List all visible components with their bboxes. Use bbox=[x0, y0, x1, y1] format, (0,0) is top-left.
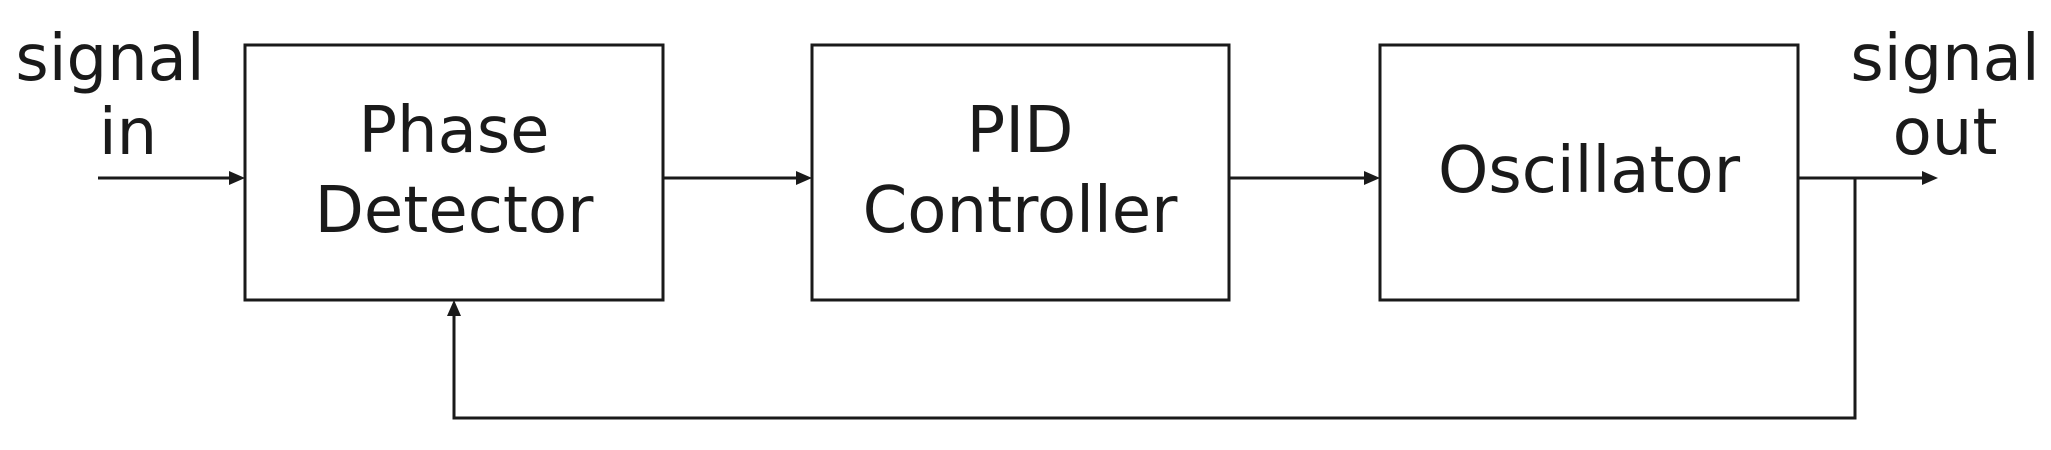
pid-controller-box bbox=[810, 43, 1231, 302]
oscillator-box bbox=[1378, 43, 1800, 302]
feedback-path bbox=[452, 178, 1857, 420]
output-label-line2: out bbox=[1893, 96, 1998, 170]
pid-controller-label-line2: Controller bbox=[863, 174, 1179, 248]
phase-detector-label-line2: Detector bbox=[315, 174, 595, 248]
pid-controller-block: PID Controller bbox=[810, 43, 1231, 302]
pid-controller-label-line1: PID bbox=[967, 94, 1074, 168]
output-arrowhead bbox=[1922, 171, 1938, 185]
output-arrow bbox=[1798, 171, 1938, 185]
phase-detector-block: Phase Detector bbox=[243, 43, 665, 302]
pd-to-pid-arrow bbox=[663, 171, 812, 185]
feedback-arrowhead bbox=[447, 300, 461, 316]
input-label-line2: in bbox=[99, 96, 157, 170]
input-label-line1: signal bbox=[15, 22, 204, 96]
phase-detector-box bbox=[243, 43, 665, 302]
phase-detector-label-line1: Phase bbox=[358, 94, 549, 168]
input-label: signal in bbox=[15, 22, 204, 170]
pid-to-oscillator-arrowhead bbox=[1364, 171, 1380, 185]
input-arrowhead bbox=[229, 171, 245, 185]
input-arrow bbox=[98, 171, 245, 185]
oscillator-block: Oscillator bbox=[1378, 43, 1800, 302]
pd-to-pid-arrowhead bbox=[796, 171, 812, 185]
oscillator-label: Oscillator bbox=[1438, 134, 1741, 208]
output-label-line1: signal bbox=[1850, 22, 2039, 96]
feedback-loop bbox=[447, 178, 1857, 420]
output-label: signal out bbox=[1850, 22, 2039, 170]
pid-to-oscillator-arrow bbox=[1229, 171, 1380, 185]
